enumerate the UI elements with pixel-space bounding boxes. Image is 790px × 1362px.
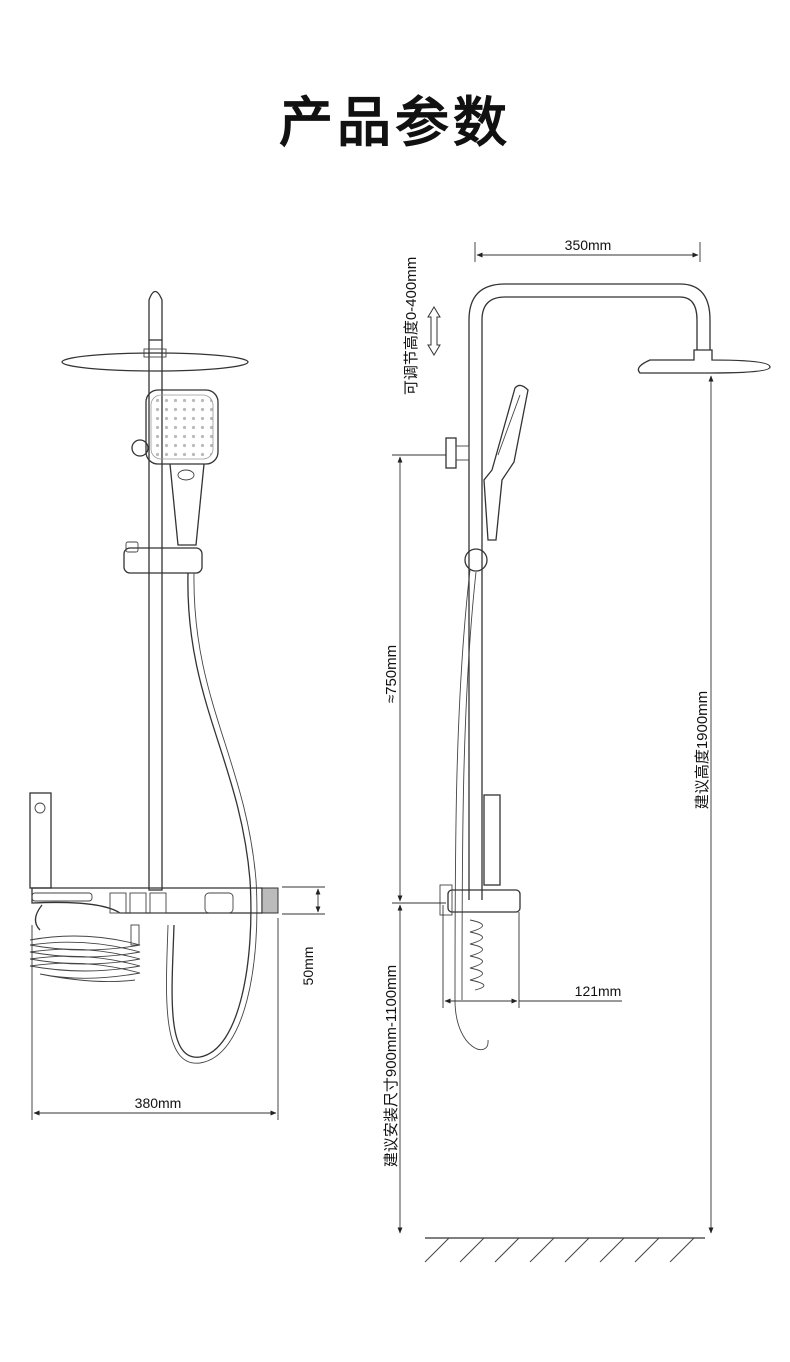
riser-pipe <box>148 339 163 891</box>
shower-hose <box>171 572 252 1058</box>
hand-shower-handle <box>169 463 205 546</box>
dim-recommended-height-label: 建议高度1900mm <box>694 691 711 809</box>
overhead-arm <box>468 283 711 350</box>
rain-showerhead-side <box>637 349 771 374</box>
slider-knob <box>125 541 139 553</box>
hose-side <box>454 569 489 1050</box>
slider-clamp <box>123 547 203 574</box>
mixer-valve-1 <box>109 892 127 914</box>
holder-knob <box>131 439 149 457</box>
hand-shower-head <box>145 389 219 465</box>
rain-showerhead-front <box>61 352 249 372</box>
dim-install-size-label: 建议安装尺寸900mm-1100mm <box>383 965 400 1167</box>
control-knob <box>204 892 234 914</box>
mixer-valve-2 <box>129 892 147 914</box>
dim-approx-height-label: ≈750mm <box>383 645 400 703</box>
wall-box <box>29 792 52 889</box>
hand-shower-button <box>177 469 195 481</box>
dim-width-label: 380mm <box>135 1095 182 1111</box>
wall-box-side <box>483 794 501 886</box>
dim-faucet-height-label: 50mm <box>300 947 316 986</box>
showerhead-neck <box>143 348 167 358</box>
knurled-handle <box>261 887 279 914</box>
side-view: 350mm 可调节高度0-400mm ≈750mm 建议安装尺寸900mm-11… <box>383 237 771 1263</box>
hand-shower-side <box>483 384 529 541</box>
sprayer-tip <box>130 924 140 946</box>
faucet-shelf <box>31 892 93 902</box>
dim-depth-label: 121mm <box>575 983 622 999</box>
slider-clamp-side <box>464 548 488 572</box>
coil-side <box>469 919 485 991</box>
faucet-body <box>31 887 263 914</box>
faucet-body-side <box>447 889 521 913</box>
hand-shower-face <box>150 394 214 460</box>
front-view: 380mm 50mm <box>29 290 325 1120</box>
sprayer-hose <box>34 904 43 931</box>
dim-arm-width-label: 350mm <box>565 237 612 253</box>
pipe-top <box>148 290 163 340</box>
adjust-arrow-icon <box>427 306 441 356</box>
floor-hatching <box>424 1237 695 1263</box>
coil-hose <box>29 935 141 983</box>
dim-adjustable-height-label: 可调节高度0-400mm <box>403 257 420 395</box>
holder-bracket <box>445 437 457 469</box>
page-title: 产品参数 <box>279 91 511 154</box>
wall-box-button <box>34 802 46 814</box>
mixer-valve-3 <box>149 892 167 914</box>
